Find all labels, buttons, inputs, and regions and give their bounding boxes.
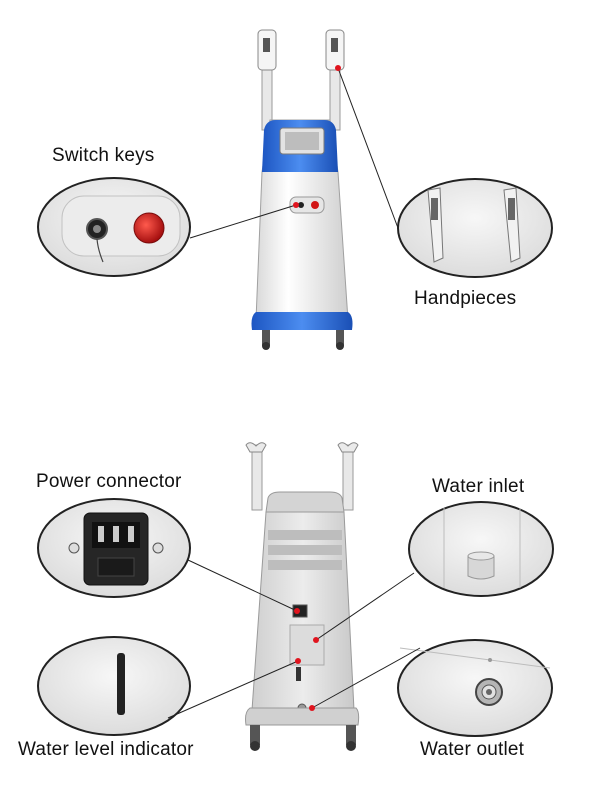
switch-keys-callout: [37, 177, 299, 277]
back-machine: [245, 442, 360, 751]
water-inlet-callout: [313, 501, 554, 643]
handpieces-label: Handpieces: [414, 288, 517, 309]
power-connector-callout: [37, 498, 300, 614]
water-outlet-callout: [309, 639, 553, 737]
water-level-indicator-callout: [37, 636, 301, 736]
water-outlet-label: Water outlet: [420, 739, 525, 760]
front-machine: [251, 29, 353, 350]
handpieces-callout: [335, 65, 553, 278]
power-connector-label: Power connector: [36, 471, 182, 492]
water-inlet-label: Water inlet: [432, 476, 525, 497]
switch-keys-label: Switch keys: [52, 145, 155, 166]
water-level-indicator-label: Water level indicator: [18, 739, 194, 760]
